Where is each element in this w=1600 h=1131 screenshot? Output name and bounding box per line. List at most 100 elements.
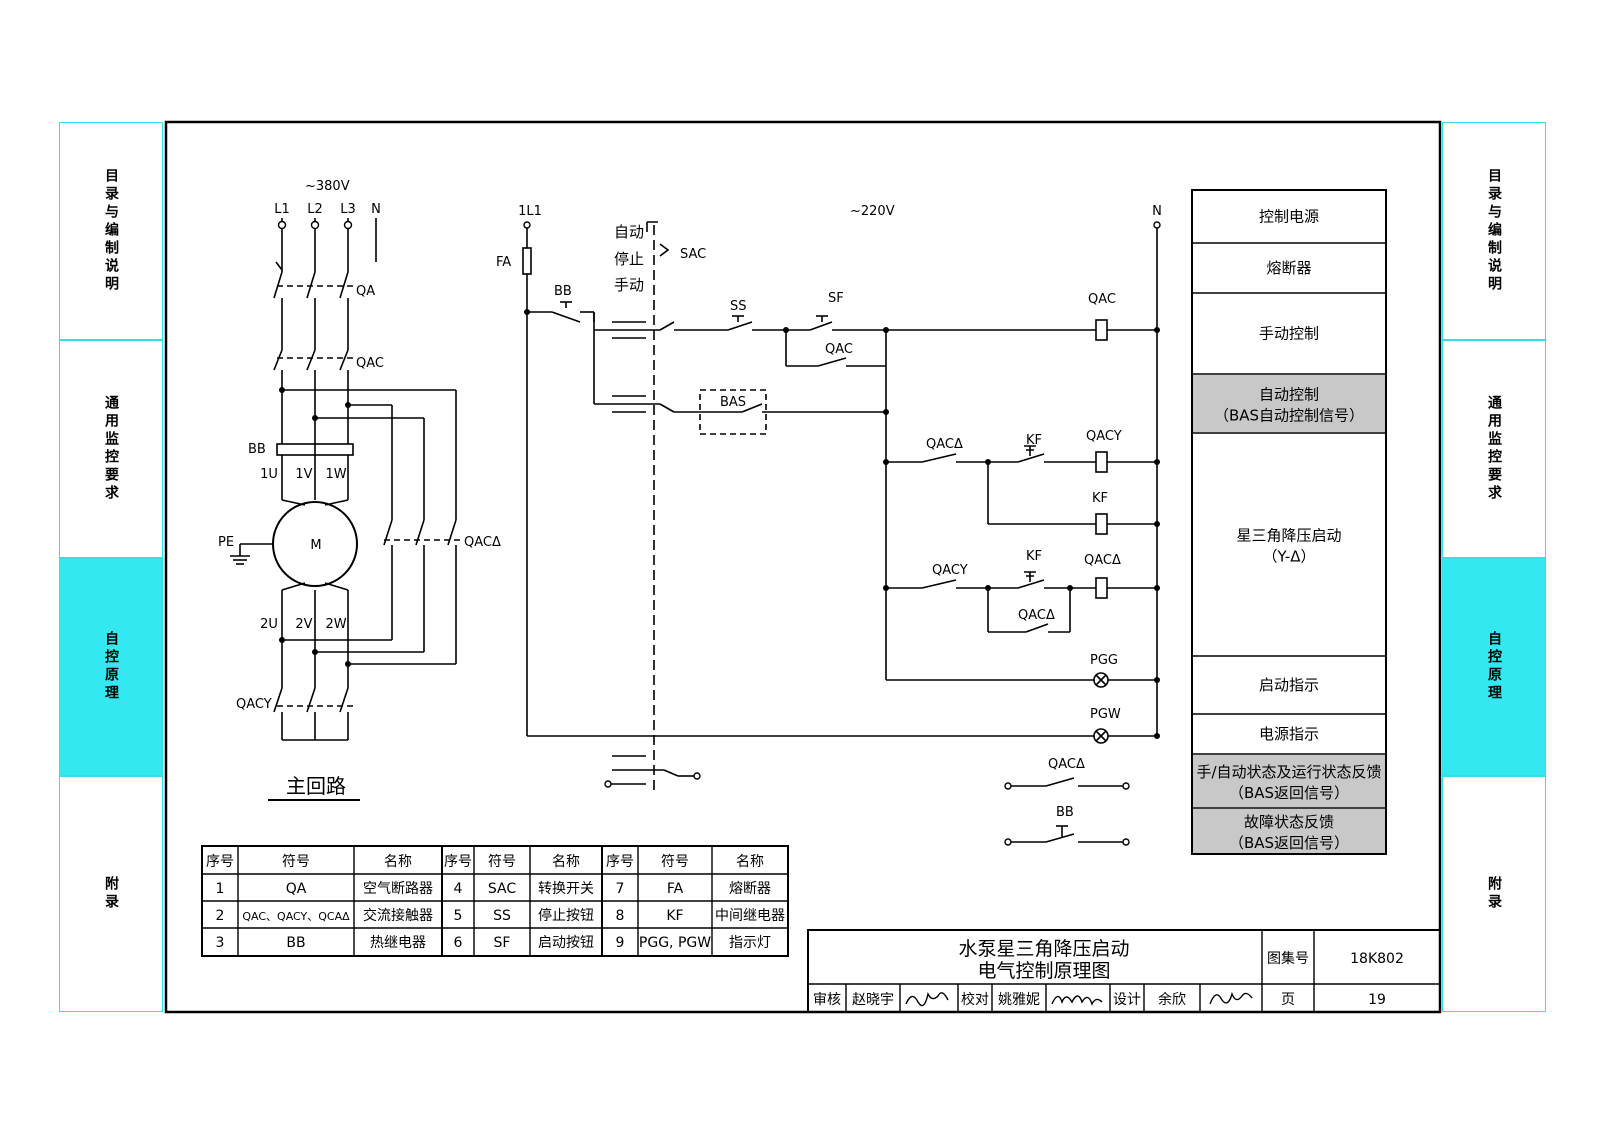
check-label: 校对 bbox=[961, 991, 989, 1008]
main-circuit bbox=[230, 218, 462, 801]
legend-cell: 6 bbox=[454, 935, 463, 951]
pe-label: PE bbox=[218, 535, 234, 550]
function-table-border bbox=[1191, 189, 1387, 855]
legend-cell: 9 bbox=[616, 935, 625, 951]
qac-delta-label: QACΔ bbox=[464, 535, 501, 550]
tab-label: 附录 bbox=[1486, 876, 1502, 912]
legend-cell: SS bbox=[493, 908, 511, 924]
function-row-sub: （BAS自动控制信号） bbox=[1214, 407, 1364, 425]
checker-name: 姚雅妮 bbox=[998, 992, 1040, 1008]
terminal-label: 2U bbox=[260, 617, 278, 632]
phase-label: L3 bbox=[340, 202, 356, 217]
legend-header: 序号 bbox=[606, 854, 634, 870]
sf-label: SF bbox=[828, 291, 844, 306]
legend-cell: 中间继电器 bbox=[715, 908, 785, 924]
function-row-label: 启动指示 bbox=[1259, 676, 1319, 694]
legend-cell: PGG, PGW bbox=[639, 935, 711, 951]
function-row-shade bbox=[1193, 809, 1385, 853]
terminal-label: 1U bbox=[260, 467, 278, 482]
fa-label: FA bbox=[496, 255, 511, 270]
bb-fb-label: BB bbox=[1056, 805, 1074, 820]
legend-header: 序号 bbox=[206, 854, 234, 870]
terminal-label: 2V bbox=[295, 617, 312, 632]
page-label: 页 bbox=[1281, 992, 1295, 1008]
kf-label: KF bbox=[1026, 433, 1042, 448]
designer-name: 余欣 bbox=[1158, 991, 1186, 1008]
legend-cell: 转换开关 bbox=[538, 880, 594, 897]
tab-catalog[interactable]: 目录与编制说明 bbox=[1442, 122, 1546, 340]
legend-cell: 1 bbox=[216, 881, 225, 897]
checker-signature bbox=[1051, 995, 1103, 1006]
designer-signature bbox=[1209, 991, 1253, 1005]
tab-label: 目录与编制说明 bbox=[103, 168, 119, 294]
function-row-label: 自动控制 bbox=[1259, 386, 1319, 404]
control-circuit bbox=[522, 221, 1158, 843]
atlas-label: 图集号 bbox=[1267, 950, 1309, 967]
tab-general-monitoring[interactable]: 通用监控要求 bbox=[59, 340, 163, 558]
qac-coil-label: QAC bbox=[1088, 292, 1116, 307]
qa-label: QA bbox=[356, 284, 375, 299]
function-row-sub: （BAS返回信号） bbox=[1229, 834, 1349, 852]
tab-label: 通用监控要求 bbox=[1486, 395, 1502, 503]
tab-appendix[interactable]: 附录 bbox=[59, 776, 163, 1012]
qac-delta-hold-label: QACΔ bbox=[1018, 608, 1055, 623]
tab-appendix[interactable]: 附录 bbox=[1442, 776, 1546, 1012]
tab-catalog[interactable]: 目录与编制说明 bbox=[59, 122, 163, 340]
terminal-label: 1V bbox=[295, 467, 312, 482]
legend-cell: 8 bbox=[616, 908, 625, 924]
sac-auto-label: 自动 bbox=[614, 223, 644, 241]
main-voltage: ~380V bbox=[305, 179, 350, 194]
kf-label: KF bbox=[1026, 549, 1042, 564]
design-label: 设计 bbox=[1113, 992, 1141, 1008]
legend-cell: FA bbox=[667, 881, 684, 897]
tab-label: 通用监控要求 bbox=[103, 395, 119, 503]
tab-control-principle[interactable]: 自控原理 bbox=[59, 558, 163, 776]
function-row-label: 星三角降压启动 bbox=[1236, 527, 1341, 545]
legend-cell: 3 bbox=[216, 935, 225, 951]
qac-y-label: QACY bbox=[236, 697, 272, 712]
qac-delta-fb-label: QACΔ bbox=[1048, 757, 1085, 772]
title-block: 水泵星三角降压启动 电气控制原理图 图集号 18K802 页 19 审核 赵晓宇… bbox=[807, 929, 1441, 1013]
kf-coil-label: KF bbox=[1092, 491, 1108, 506]
legend-cell: BB bbox=[286, 935, 305, 951]
legend-cell: QA bbox=[286, 881, 307, 897]
sheet-border bbox=[164, 120, 1442, 1014]
qac-delta-coil-label: QACΔ bbox=[1084, 553, 1121, 568]
legend-header: 序号 bbox=[444, 854, 472, 870]
main-terminals bbox=[277, 220, 353, 230]
legend-cell: SF bbox=[494, 935, 511, 951]
tab-general-monitoring[interactable]: 通用监控要求 bbox=[1442, 340, 1546, 558]
legend-header: 符号 bbox=[488, 854, 516, 870]
tab-control-principle[interactable]: 自控原理 bbox=[1442, 558, 1546, 776]
function-row-label: 手动控制 bbox=[1259, 325, 1319, 343]
review-label: 审核 bbox=[813, 992, 841, 1008]
sac-stop-label: 停止 bbox=[614, 250, 644, 268]
right-nav-tabs: 目录与编制说明 通用监控要求 自控原理 附录 bbox=[1442, 122, 1548, 1012]
control-terminals bbox=[523, 221, 1161, 846]
legend-cell: 空气断路器 bbox=[363, 881, 433, 897]
sac-manual-label: 手动 bbox=[614, 276, 644, 294]
legend-cell: 7 bbox=[616, 881, 625, 897]
function-row-label: 手/自动状态及运行状态反馈 bbox=[1196, 763, 1381, 781]
tab-label: 附录 bbox=[103, 876, 119, 912]
reviewer-signature bbox=[905, 991, 949, 1007]
qac-aux-label: QAC bbox=[825, 342, 853, 357]
function-row-label: 熔断器 bbox=[1266, 259, 1311, 277]
phase-label: L1 bbox=[274, 202, 290, 217]
page-number: 19 bbox=[1368, 992, 1386, 1008]
function-row-label: 故障状态反馈 bbox=[1244, 813, 1334, 831]
terminal-label: 2W bbox=[325, 617, 346, 632]
terminal-label: 1W bbox=[325, 467, 346, 482]
qac-label: QAC bbox=[356, 356, 384, 371]
pgw-label: PGW bbox=[1090, 707, 1121, 722]
legend-cell: 熔断器 bbox=[729, 881, 771, 897]
motor-label: M bbox=[310, 538, 321, 553]
legend-cell: 4 bbox=[454, 881, 463, 897]
function-row-shade bbox=[1193, 375, 1385, 432]
control-voltage: ~220V bbox=[850, 204, 895, 219]
legend-header: 名称 bbox=[736, 854, 764, 870]
bas-label: BAS bbox=[720, 395, 746, 410]
legend-header: 符号 bbox=[661, 854, 689, 870]
legend-cell: 启动按钮 bbox=[538, 935, 594, 951]
